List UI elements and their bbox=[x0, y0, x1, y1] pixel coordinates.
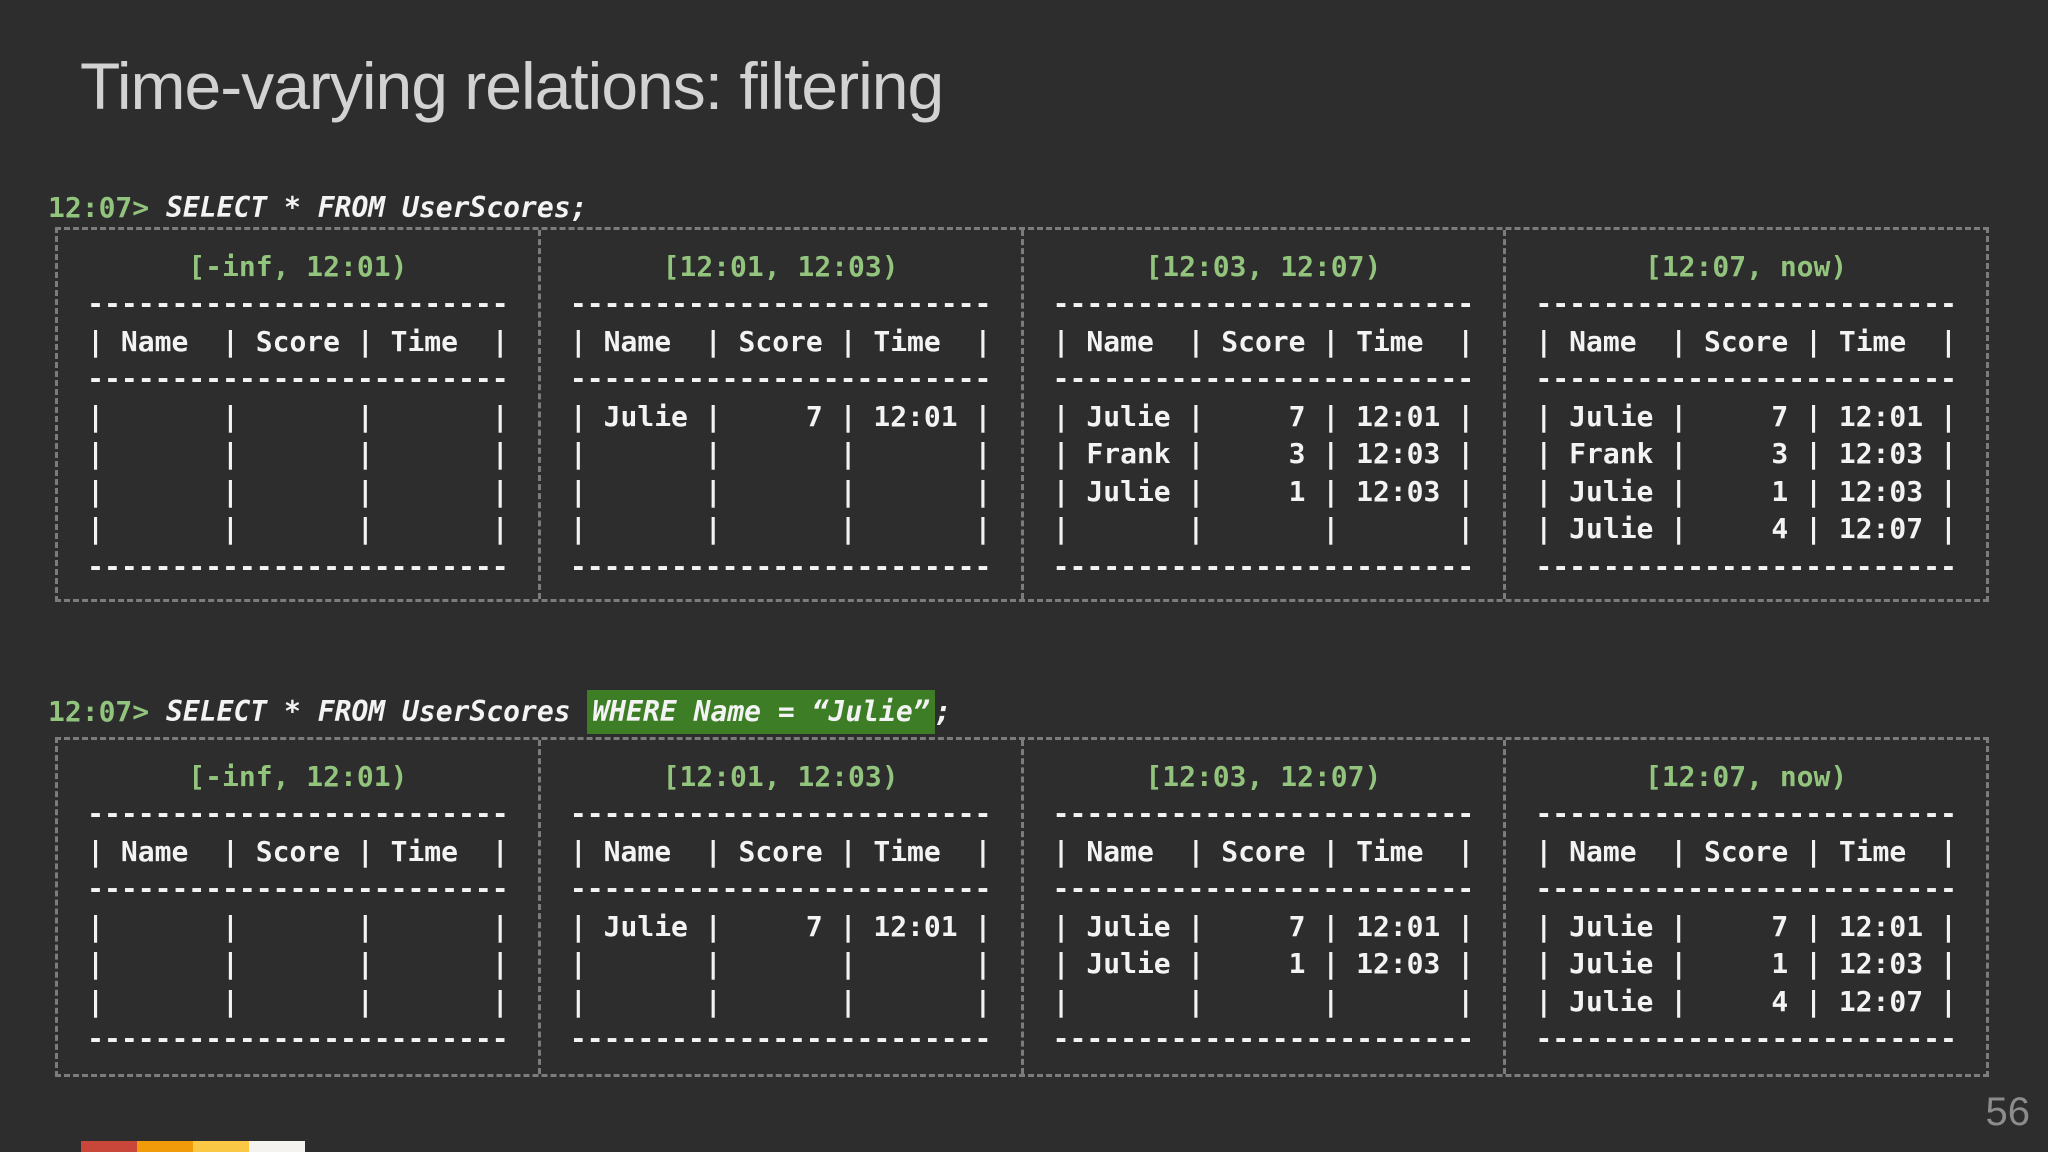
interval-label: [12:01, 12:03) bbox=[662, 250, 899, 283]
query-prompt: 12:07> bbox=[48, 695, 150, 728]
logo-seg-yellow bbox=[193, 1141, 249, 1152]
time-varying-relation-1: [-inf, 12:01) ------------------------- … bbox=[55, 227, 1989, 602]
ascii-table: ------------------------- | Name | Score… bbox=[569, 287, 992, 583]
relation-window-panel: [12:03, 12:07) -------------------------… bbox=[1020, 740, 1504, 1074]
relation-window-panel: [12:03, 12:07) -------------------------… bbox=[1020, 230, 1504, 599]
query-line-1: 12:07> SELECT * FROM UserScores; bbox=[48, 189, 587, 227]
relation-window-panel: [12:07, now) ------------------------- |… bbox=[1503, 230, 1986, 599]
relation-window-panel: [12:07, now) ------------------------- |… bbox=[1503, 740, 1986, 1074]
ascii-table: ------------------------- | Name | Score… bbox=[1535, 287, 1957, 583]
ascii-table: ------------------------- | Name | Score… bbox=[87, 287, 509, 583]
interval-label: [12:03, 12:07) bbox=[1145, 250, 1382, 283]
relation-window-panel: [12:01, 12:03) -------------------------… bbox=[537, 230, 1021, 599]
query-prompt: 12:07> bbox=[48, 191, 150, 224]
query-line-2: 12:07> SELECT * FROM UserScores WHERE Na… bbox=[48, 690, 952, 734]
logo-seg-orange bbox=[137, 1141, 193, 1152]
query-sql-end: ; bbox=[934, 695, 952, 728]
ascii-table: ------------------------- | Name | Score… bbox=[1052, 287, 1475, 583]
query-sql: SELECT * FROM UserScores; bbox=[149, 191, 588, 224]
ascii-table: ------------------------- | Name | Score… bbox=[1535, 797, 1957, 1055]
interval-label: [-inf, 12:01) bbox=[188, 760, 408, 793]
logo-seg-red bbox=[81, 1141, 137, 1152]
interval-label: [-inf, 12:01) bbox=[188, 250, 408, 283]
ascii-table: ------------------------- | Name | Score… bbox=[1052, 797, 1475, 1055]
relation-window-panel: [-inf, 12:01) ------------------------- … bbox=[58, 740, 538, 1074]
page-number: 56 bbox=[1985, 1090, 2031, 1134]
ascii-table: ------------------------- | Name | Score… bbox=[87, 797, 509, 1055]
interval-label: [12:01, 12:03) bbox=[662, 760, 899, 793]
relation-window-panel: [-inf, 12:01) ------------------------- … bbox=[58, 230, 538, 599]
interval-label: [12:03, 12:07) bbox=[1145, 760, 1382, 793]
time-varying-relation-2: [-inf, 12:01) ------------------------- … bbox=[55, 737, 1989, 1077]
page-title: Time-varying relations: filtering bbox=[80, 49, 944, 123]
ascii-table: ------------------------- | Name | Score… bbox=[569, 797, 992, 1055]
query-sql: SELECT * FROM UserScores bbox=[149, 695, 588, 728]
interval-label: [12:07, now) bbox=[1644, 760, 1848, 793]
query-where-highlight: WHERE Name = “Julie” bbox=[587, 690, 935, 734]
relation-window-panel: [12:01, 12:03) -------------------------… bbox=[537, 740, 1021, 1074]
interval-label: [12:07, now) bbox=[1644, 250, 1848, 283]
logo-seg-white bbox=[249, 1141, 305, 1152]
logo-color-bar bbox=[81, 1141, 305, 1152]
